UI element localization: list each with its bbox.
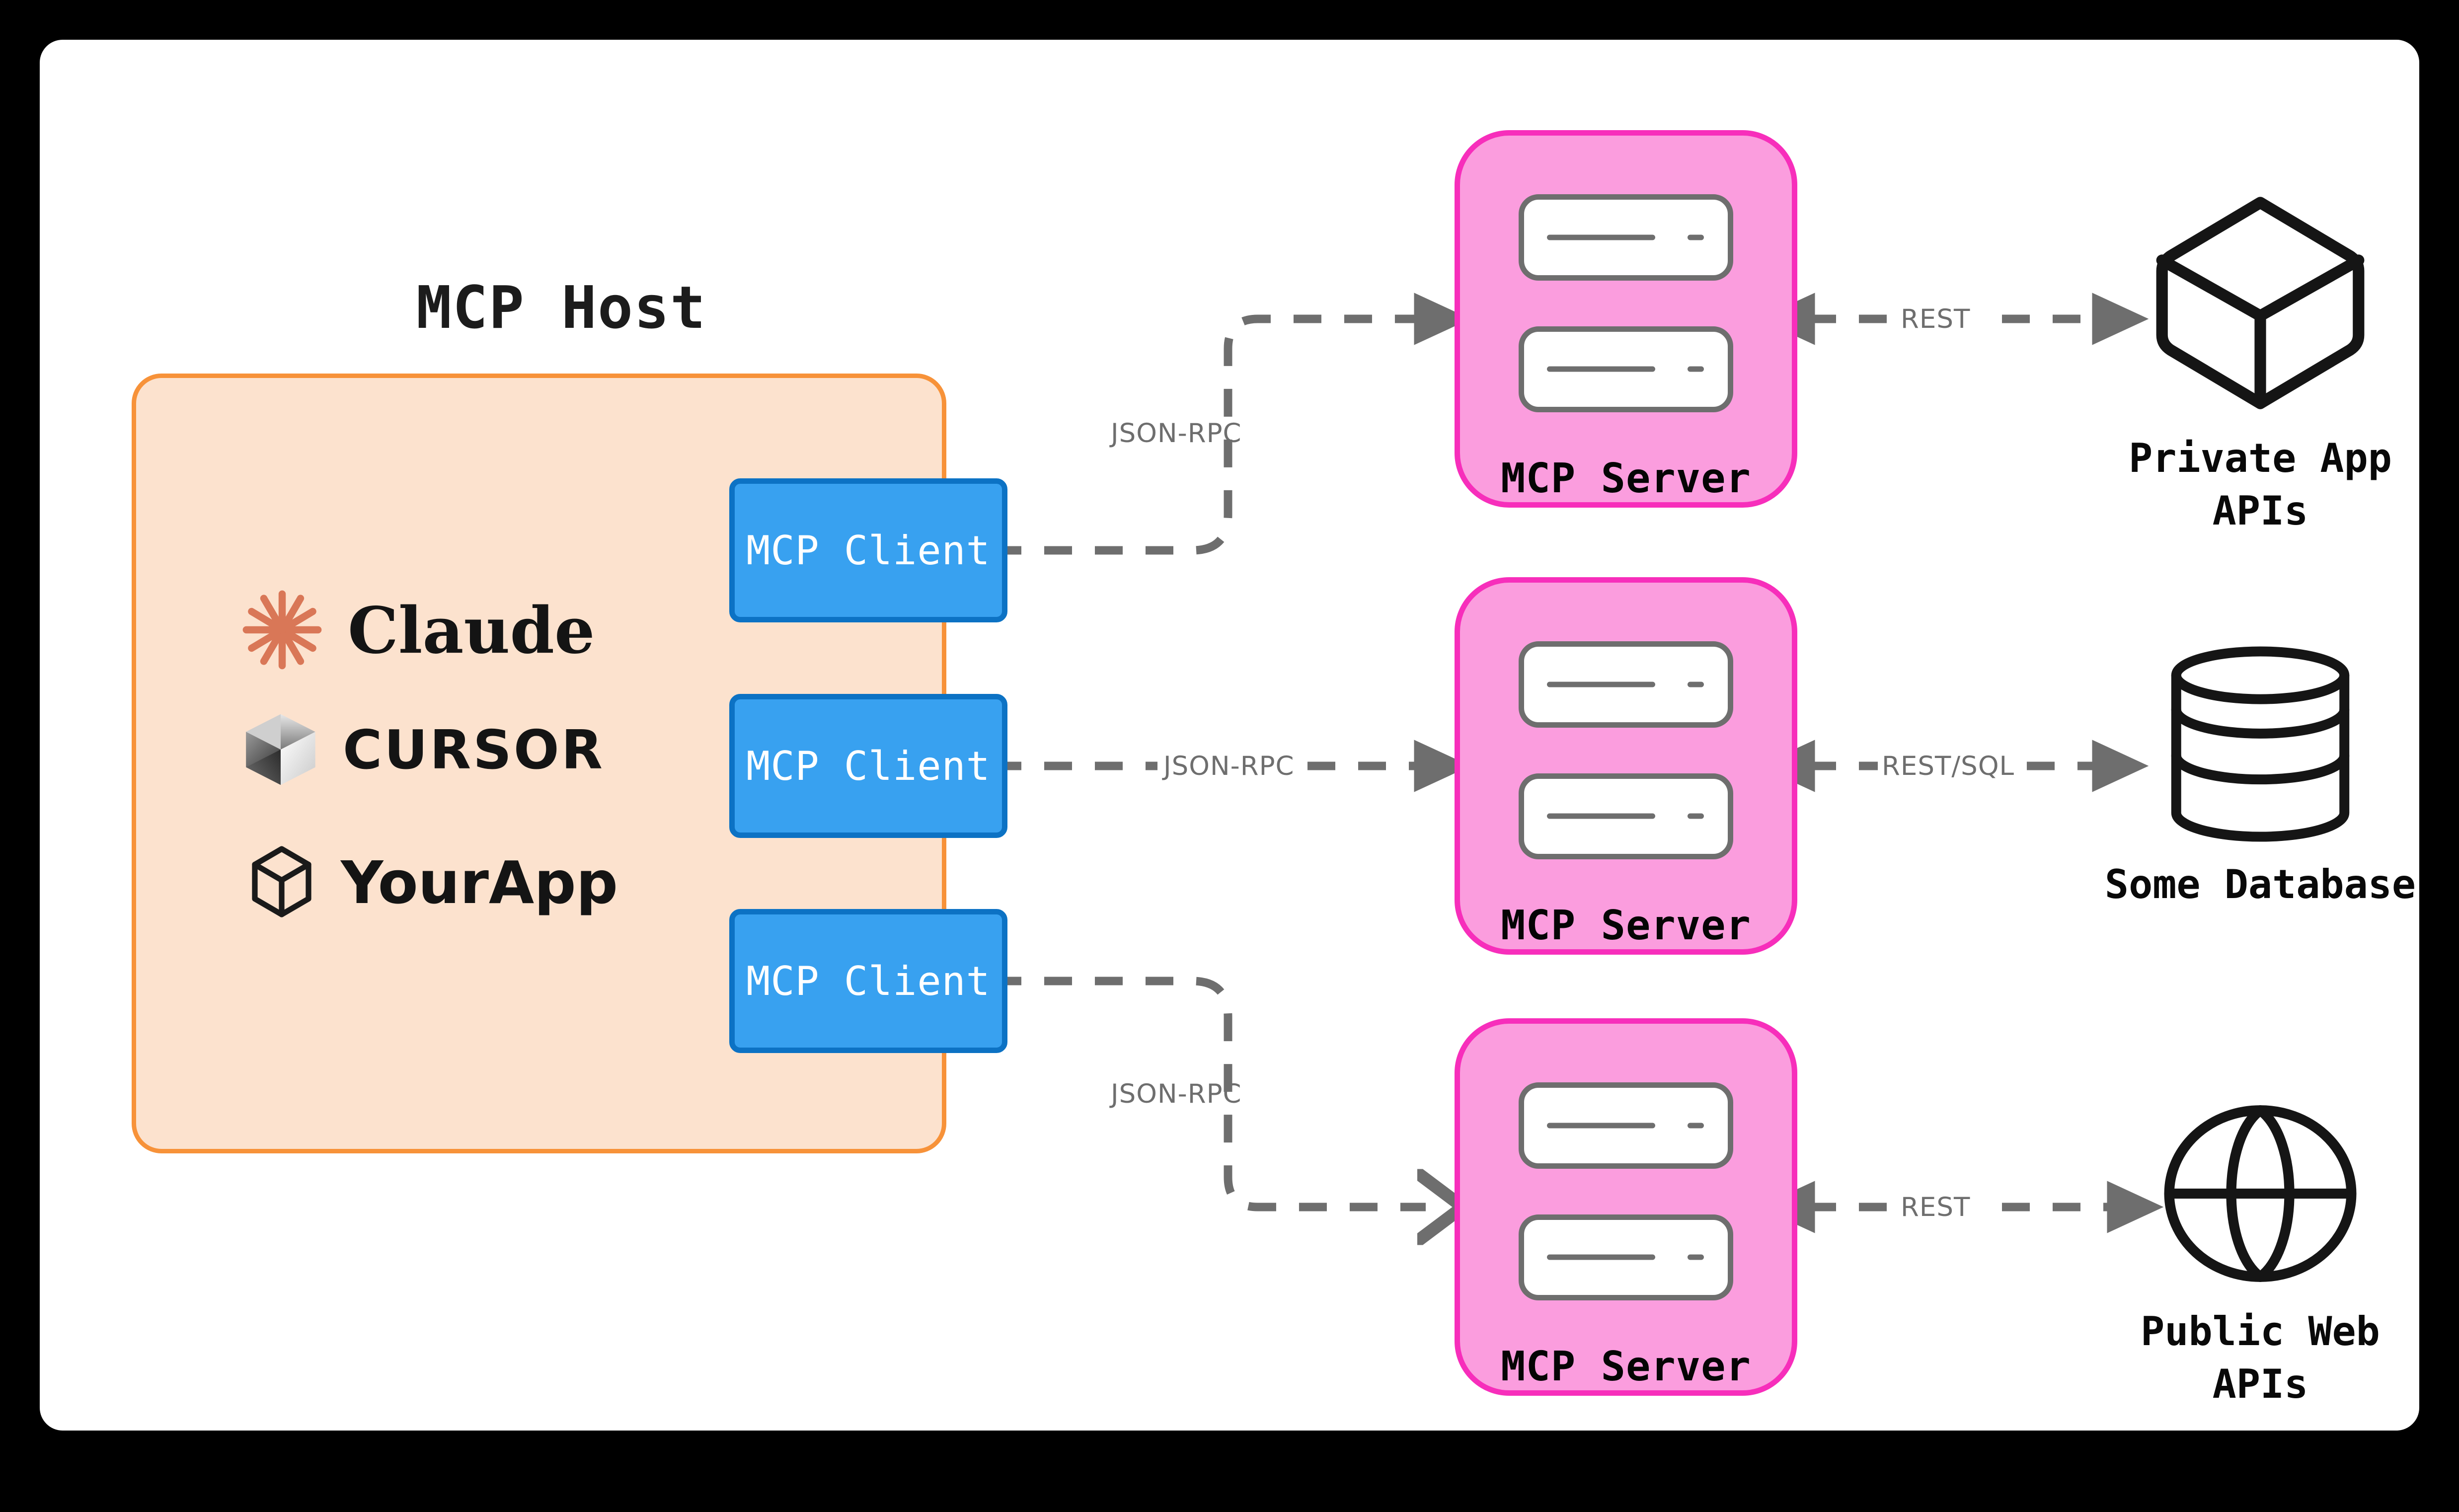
- mcp-server-1-label: MCP Server: [1501, 455, 1751, 502]
- connector-label-json-rpc-1: JSON-RPC: [1111, 418, 1242, 449]
- mcp-server-2[interactable]: MCP Server: [1455, 577, 1797, 955]
- mcp-client-3-label: MCP Client: [746, 958, 991, 1004]
- mcp-client-2[interactable]: MCP Client: [729, 694, 1007, 838]
- mcp-server-3-label: MCP Server: [1501, 1343, 1751, 1390]
- brand-cursor: CURSOR: [240, 709, 605, 792]
- connector-label-json-rpc-2: JSON-RPC: [1163, 751, 1295, 781]
- page-title: MCP Host: [416, 273, 707, 342]
- server-rack-unit: [1519, 773, 1733, 859]
- connector-label-rest-1: REST: [1901, 304, 1971, 334]
- endpoint-some-database[interactable]: Some Database: [2067, 645, 2454, 911]
- mcp-server-2-label: MCP Server: [1501, 902, 1751, 949]
- cursor-cube-icon: [240, 709, 321, 792]
- connector-label-rest-sql: REST/SQL: [1882, 751, 2015, 781]
- brand-label-yourapp: YourApp: [341, 848, 618, 917]
- server-rack-unit: [1519, 326, 1733, 412]
- database-icon: [2163, 645, 2357, 845]
- mcp-client-1-label: MCP Client: [746, 527, 991, 574]
- claude-starburst-icon: [238, 586, 326, 676]
- cube-icon: [2153, 189, 2367, 419]
- mcp-client-1[interactable]: MCP Client: [729, 478, 1007, 622]
- mcp-client-2-label: MCP Client: [746, 743, 991, 789]
- diagram-stage: MCP Host Cl: [40, 40, 2419, 1431]
- diagram-card: MCP Host Cl: [40, 40, 2419, 1431]
- endpoint-some-database-label: Some Database: [2104, 861, 2416, 907]
- server-rack-unit: [1519, 1082, 1733, 1169]
- server-rack-unit: [1519, 1214, 1733, 1300]
- globe-icon: [2163, 1097, 2357, 1292]
- brand-label-cursor: CURSOR: [343, 719, 605, 781]
- mcp-client-3[interactable]: MCP Client: [729, 909, 1007, 1053]
- brand-claude: Claude: [238, 586, 595, 676]
- server-rack-unit: [1519, 194, 1733, 281]
- generic-cube-icon: [244, 844, 319, 921]
- mcp-server-3[interactable]: MCP Server: [1455, 1018, 1797, 1396]
- brand-yourapp: YourApp: [244, 844, 618, 921]
- brand-label-claude: Claude: [348, 594, 595, 668]
- server-rack-unit: [1519, 641, 1733, 728]
- mcp-server-1[interactable]: MCP Server: [1455, 130, 1797, 508]
- connector-label-json-rpc-3: JSON-RPC: [1111, 1079, 1242, 1109]
- connector-label-rest-2: REST: [1901, 1192, 1971, 1222]
